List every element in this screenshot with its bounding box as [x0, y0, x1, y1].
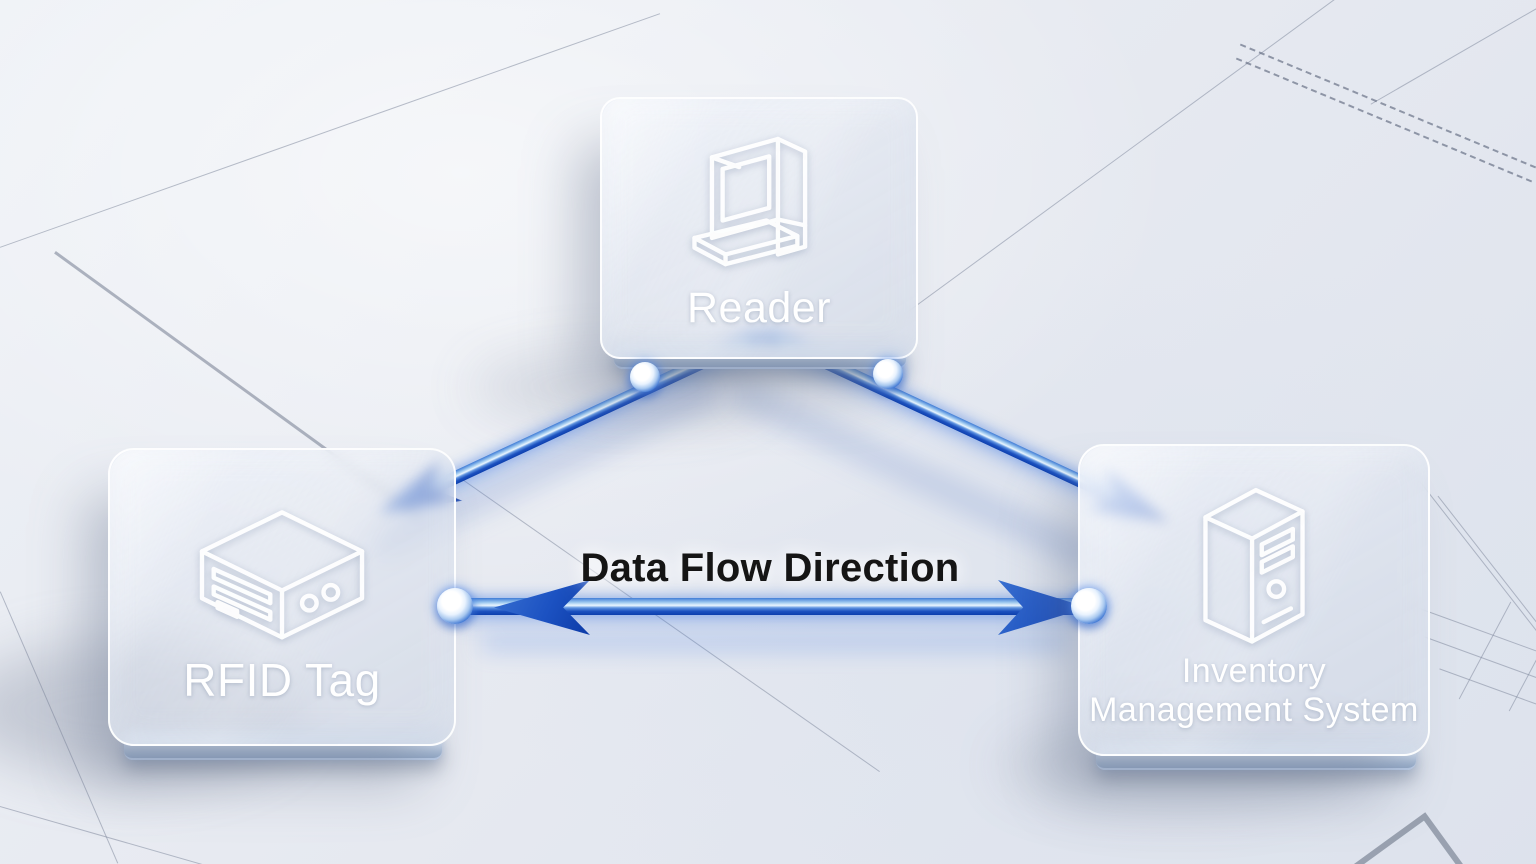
bg-sheet-edge [0, 13, 661, 248]
bg-grid-line [1439, 668, 1536, 721]
node-card-inventory-management-system: Inventory Management System [1078, 444, 1430, 756]
junction-node [873, 359, 903, 389]
server-tower-icon [1188, 470, 1320, 648]
junction-node [437, 588, 473, 624]
ims-label-line1: Inventory [1181, 652, 1327, 690]
reader-label: Reader [686, 283, 832, 332]
junction-node [1071, 588, 1107, 624]
rfid-tag-label: RFID Tag [183, 654, 381, 706]
bg-sheet-edge [899, 0, 1341, 319]
bg-sheet-edge [459, 476, 880, 773]
rfid-box-icon [184, 487, 380, 649]
bg-dashed-line [1239, 43, 1536, 169]
bg-grid-line [1508, 613, 1536, 712]
bg-dashed-line [1235, 57, 1533, 183]
node-card-reader: Reader [600, 97, 918, 359]
ims-label-line2: Management System [1089, 691, 1419, 729]
arrow-data-flow-line [452, 598, 1092, 615]
bg-sheet-edge [1370, 8, 1536, 105]
bg-corner-frame [1328, 812, 1496, 864]
node-card-rfid-tag: RFID Tag [108, 448, 456, 746]
connector-glow [480, 636, 1070, 650]
junction-node [630, 362, 660, 392]
inventory-management-system-label: Inventory Management System [1089, 652, 1419, 730]
computer-icon [677, 124, 842, 282]
bg-sheet-edge [1437, 495, 1536, 702]
data-flow-direction-label: Data Flow Direction [580, 546, 960, 590]
bg-sheet-edge [0, 802, 314, 864]
